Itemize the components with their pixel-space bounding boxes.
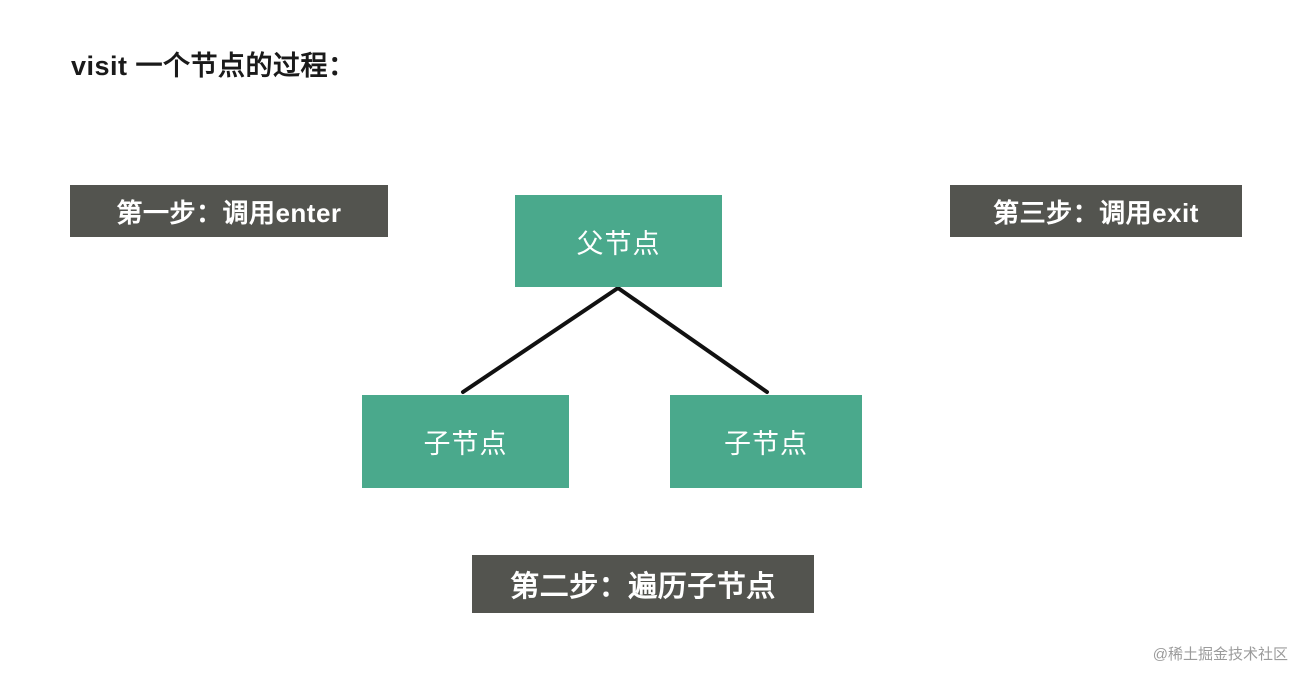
watermark: @稀土掘金技术社区 xyxy=(1152,646,1288,663)
step-label-three: 第三步：调用exit xyxy=(950,185,1242,237)
tree-node-child-right: 子节点 xyxy=(670,395,862,488)
edge-parent-to-left-child xyxy=(461,286,620,394)
tree-node-parent: 父节点 xyxy=(515,195,722,287)
step-label-two: 第二步：遍历子节点 xyxy=(472,555,814,613)
edge-parent-to-right-child xyxy=(616,286,769,394)
page-title: visit 一个节点的过程： xyxy=(71,51,356,81)
step-label-one: 第一步：调用enter xyxy=(70,185,388,237)
tree-node-child-left: 子节点 xyxy=(362,395,569,488)
